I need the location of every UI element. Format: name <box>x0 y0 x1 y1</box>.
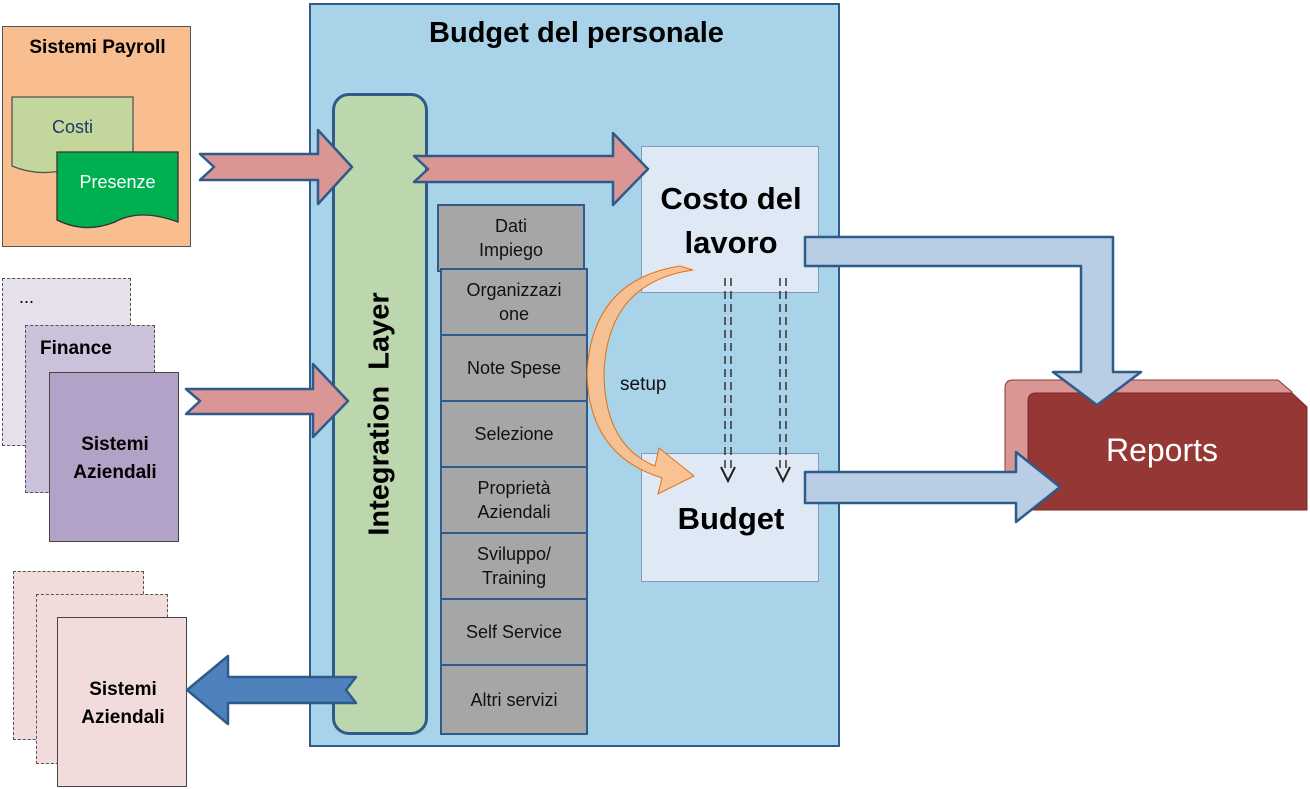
costo-line2: lavoro <box>684 225 778 260</box>
sistemi-aziendali-input-line1: Sistemi <box>81 434 149 455</box>
service-prop-l2: Aziendali <box>477 502 551 522</box>
sistemi-aziendali-input-line2: Aziendali <box>73 462 157 483</box>
service-selezione-label: Selezione <box>474 424 554 444</box>
sistemi-aziendali-output: Sistemi Aziendali <box>57 617 187 787</box>
service-altri-label: Altri servizi <box>470 689 558 710</box>
sistemi-aziendali-input: Sistemi Aziendali <box>49 372 179 542</box>
setup-label: setup <box>620 374 667 395</box>
service-prop-l1: Proprietà <box>477 478 551 498</box>
service-org-l1: Organizzazi <box>466 280 562 300</box>
reports-label: Reports <box>1105 432 1219 468</box>
budget-label: Budget <box>677 501 785 536</box>
payroll-title: Sistemi Payroll <box>29 37 166 58</box>
arrow-finance-to-integration <box>184 362 350 439</box>
costo-del-lavoro-box: Costo del lavoro <box>641 146 819 293</box>
sistemi-aziendali-output-line2: Aziendali <box>81 707 165 728</box>
service-note-spese: Note Spese <box>440 334 588 402</box>
service-dati-impiego: Dati Impiego <box>437 204 585 272</box>
setup-curved-arrow <box>586 265 695 495</box>
arrow-budget-to-reports <box>803 450 1062 524</box>
service-sviluppo-training: Sviluppo/ Training <box>440 532 588 600</box>
service-svil-l2: Training <box>481 568 547 588</box>
service-svil-l1: Sviluppo/ <box>476 544 552 564</box>
arrow-integration-to-output <box>185 654 358 726</box>
finance-label: Finance <box>40 338 112 359</box>
presenze-document-shape <box>56 151 179 229</box>
service-dati-l2: Impiego <box>478 240 544 260</box>
finance-back-label: ... <box>19 287 35 307</box>
service-org-l2: one <box>498 304 530 324</box>
arrow-payroll-to-integration <box>198 128 354 206</box>
reports-front-tab <box>1027 392 1308 511</box>
service-self-label: Self Service <box>465 622 563 642</box>
integration-layer <box>332 93 428 735</box>
sistemi-aziendali-output-line1: Sistemi <box>89 679 157 700</box>
budget-title: Budget del personale <box>429 17 724 49</box>
dashed-connector-1 <box>724 278 787 470</box>
arrow-costo-to-reports <box>803 235 1143 407</box>
costi-label: Costi <box>51 117 93 137</box>
arrow-integration-to-costo <box>412 131 650 207</box>
service-note-label: Note Spese <box>466 358 562 378</box>
presenze-label: Presenze <box>79 172 156 192</box>
service-altri-servizi: Altri servizi <box>440 664 588 735</box>
costo-line1: Costo del <box>660 181 802 216</box>
service-dati-l1: Dati <box>494 216 527 236</box>
dashed-arrowheads <box>720 466 791 484</box>
service-organizzazione: Organizzazi one <box>440 268 588 336</box>
